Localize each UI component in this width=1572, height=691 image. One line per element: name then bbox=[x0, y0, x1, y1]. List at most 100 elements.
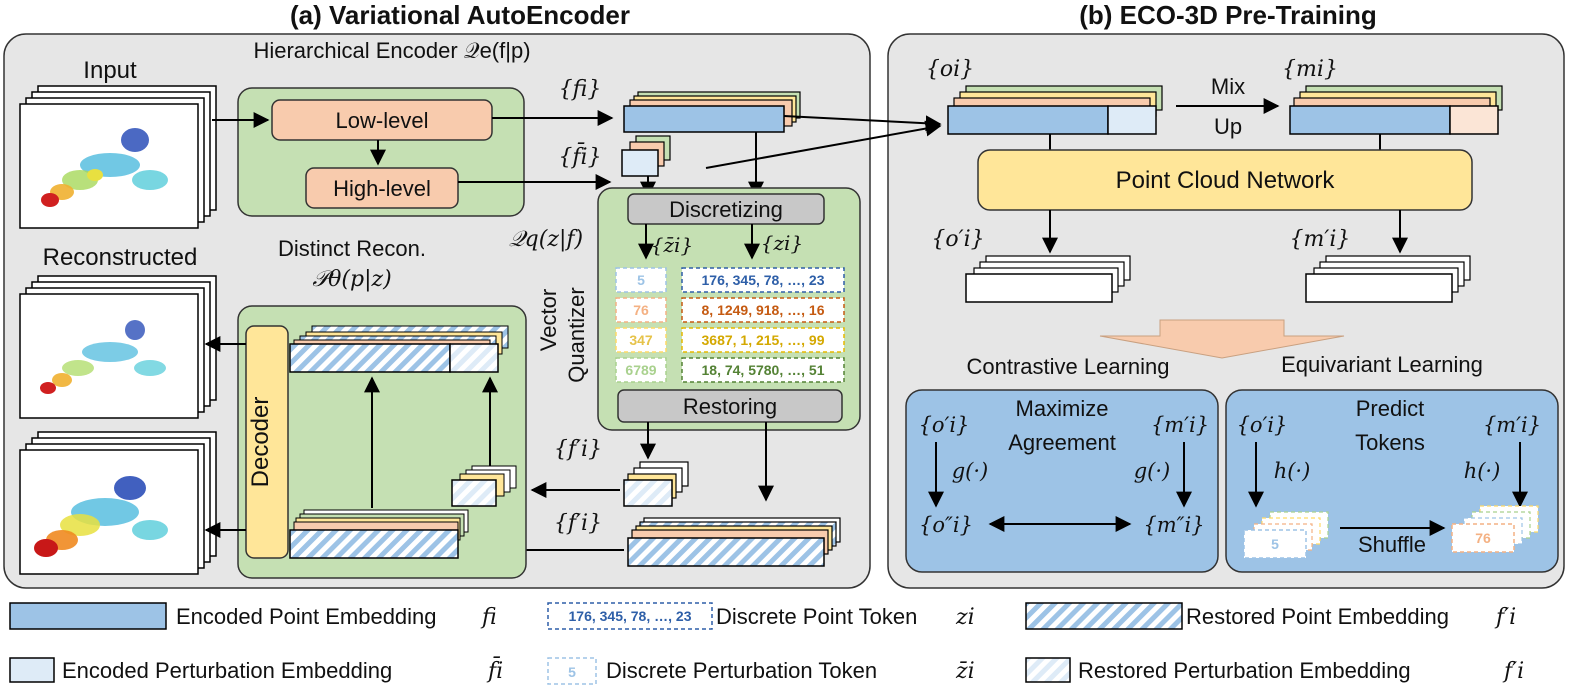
legend-encoded-pert-swatch bbox=[9, 657, 55, 683]
equivariant-m-prime: {m′i} bbox=[1483, 413, 1541, 437]
legend-restored-pert-sym: f′i bbox=[1502, 659, 1524, 684]
mix-label: Mix bbox=[1211, 74, 1245, 99]
token-right-3: 18, 74, 5780, …, 51 bbox=[702, 362, 825, 378]
z-bar-i-label: {z̄i} bbox=[651, 233, 693, 257]
m-prime-stack bbox=[1305, 255, 1471, 303]
mi-stack bbox=[1289, 85, 1503, 135]
mi-label: {mi} bbox=[1282, 57, 1338, 82]
low-level-block bbox=[271, 99, 493, 141]
agreement-label: Agreement bbox=[1008, 430, 1116, 455]
up-label: Up bbox=[1214, 114, 1242, 139]
quantizer-math-label: 𝒬q(z|f) bbox=[509, 227, 583, 252]
f-prime-bar-label: {f′i} bbox=[554, 437, 602, 462]
token-left-3: 6789 bbox=[625, 362, 656, 378]
input-label: Input bbox=[83, 57, 137, 84]
predict-label: Predict bbox=[1356, 396, 1424, 421]
discretizing-label: Discretizing bbox=[669, 197, 783, 222]
restored-pert-stack bbox=[623, 461, 689, 507]
legend-restored-point-sym: f′i bbox=[1494, 605, 1516, 630]
high-level-block bbox=[305, 167, 459, 209]
f-bar-i-label: {f̄i} bbox=[558, 142, 601, 170]
legend-discrete-point-swatch bbox=[547, 602, 713, 630]
legend-encoded-pert-sym: f̄i bbox=[486, 656, 503, 684]
oi-label: {oi} bbox=[926, 57, 974, 82]
network-block bbox=[977, 149, 1473, 211]
contrastive-label: Contrastive Learning bbox=[966, 354, 1169, 379]
token-right-2: 3687, 1, 215, …, 99 bbox=[702, 332, 825, 348]
h-left: h(·) bbox=[1274, 459, 1311, 483]
decoder-small-stack bbox=[451, 465, 517, 507]
contrastive-o-prime: {o′i} bbox=[919, 413, 970, 437]
discretizing-block bbox=[627, 193, 825, 225]
token-right-1: 8, 1249, 918, …, 16 bbox=[702, 302, 825, 318]
legend-discrete-point: Discrete Point Token bbox=[716, 604, 917, 629]
token-left-0: 5 bbox=[637, 272, 645, 288]
input-point-cloud bbox=[41, 128, 168, 207]
g-left: g(·) bbox=[952, 459, 989, 483]
title-right: (b) ECO-3D Pre-Training bbox=[1079, 0, 1377, 30]
decoder-bottom-stack bbox=[289, 509, 469, 559]
encoder-title: Hierarchical Encoder 𝒬e(f|p) bbox=[253, 38, 530, 63]
restoring-label: Restoring bbox=[683, 394, 777, 419]
low-level-label: Low-level bbox=[336, 108, 429, 133]
restored-point-stack bbox=[627, 517, 841, 567]
quantizer-label: Quantizer bbox=[564, 287, 589, 382]
m-prime-label: {m′i} bbox=[1290, 227, 1351, 252]
vector-label: Vector bbox=[536, 289, 561, 351]
high-level-label: High-level bbox=[333, 176, 431, 201]
g-right: g(·) bbox=[1134, 459, 1171, 483]
f-prime-label: {f′i} bbox=[554, 511, 602, 536]
equivariant-o-prime: {o′i} bbox=[1237, 413, 1288, 437]
legend-encoded-point: Encoded Point Embedding bbox=[176, 604, 437, 629]
oi-stack bbox=[947, 85, 1163, 135]
decoder-top-stack bbox=[289, 325, 509, 373]
legend-restored-point: Restored Point Embedding bbox=[1186, 604, 1449, 629]
encoded-pert-stack bbox=[621, 135, 671, 177]
shuffle-label: Shuffle bbox=[1358, 532, 1426, 557]
network-label: Point Cloud Network bbox=[1116, 167, 1336, 194]
equivariant-label: Equivariant Learning bbox=[1281, 352, 1483, 377]
token-right-0: 176, 345, 78, …, 23 bbox=[702, 272, 825, 288]
legend-restored-point-swatch bbox=[1025, 602, 1183, 630]
legend-encoded-point-sym: fi bbox=[480, 605, 497, 630]
decoder-bar bbox=[245, 325, 289, 559]
reconstructed-label: Reconstructed bbox=[43, 244, 198, 271]
legend-restored-pert-swatch bbox=[1025, 657, 1071, 683]
legend-discrete-pert-swatch bbox=[547, 657, 597, 685]
legend-encoded-point-swatch bbox=[9, 602, 167, 630]
o-prime-stack bbox=[965, 255, 1131, 303]
m-dprime-label: {m″i} bbox=[1143, 513, 1204, 537]
contrastive-m-prime: {m′i} bbox=[1151, 413, 1209, 437]
shuffle-tokens-left bbox=[1243, 511, 1329, 559]
legend-discrete-pert-sym: z̄i bbox=[955, 659, 975, 684]
legend-restored-pert: Restored Perturbation Embedding bbox=[1078, 658, 1411, 683]
o-dprime-label: {o″i} bbox=[919, 513, 973, 537]
distinct-recon-label: Distinct Recon. bbox=[278, 236, 426, 261]
recon-point-cloud-1 bbox=[40, 320, 166, 394]
contrastive-block bbox=[905, 389, 1219, 573]
encoded-point-stack bbox=[623, 91, 801, 133]
decoder-math-label: 𝒫θ(p|z) bbox=[312, 267, 391, 292]
shuffle-token-5: 5 bbox=[1271, 536, 1279, 552]
f-i-label: {fi} bbox=[559, 77, 602, 102]
token-rows bbox=[615, 267, 845, 383]
shuffle-tokens-right bbox=[1451, 505, 1539, 553]
legend-discrete-point-sym: zi bbox=[955, 605, 975, 630]
token-left-1: 76 bbox=[633, 302, 649, 318]
arrow-to-oi bbox=[783, 115, 942, 132]
legend-discrete-point-sample: 176, 345, 78, …, 23 bbox=[569, 608, 692, 624]
h-right: h(·) bbox=[1464, 459, 1501, 483]
recon-point-cloud-2 bbox=[34, 476, 168, 557]
shuffle-token-76: 76 bbox=[1475, 530, 1491, 546]
o-prime-label: {o′i} bbox=[931, 227, 984, 252]
branch-arrow bbox=[1099, 319, 1345, 359]
legend-encoded-pert: Encoded Perturbation Embedding bbox=[62, 658, 392, 683]
title-left: (a) Variational AutoEncoder bbox=[290, 0, 630, 30]
decoder-label: Decoder bbox=[247, 397, 274, 488]
legend-discrete-pert: Discrete Perturbation Token bbox=[606, 658, 877, 683]
tokens-label: Tokens bbox=[1355, 430, 1425, 455]
legend-discrete-pert-sample: 5 bbox=[568, 664, 576, 680]
z-i-label: {zi} bbox=[761, 231, 803, 255]
token-left-2: 347 bbox=[629, 332, 653, 348]
